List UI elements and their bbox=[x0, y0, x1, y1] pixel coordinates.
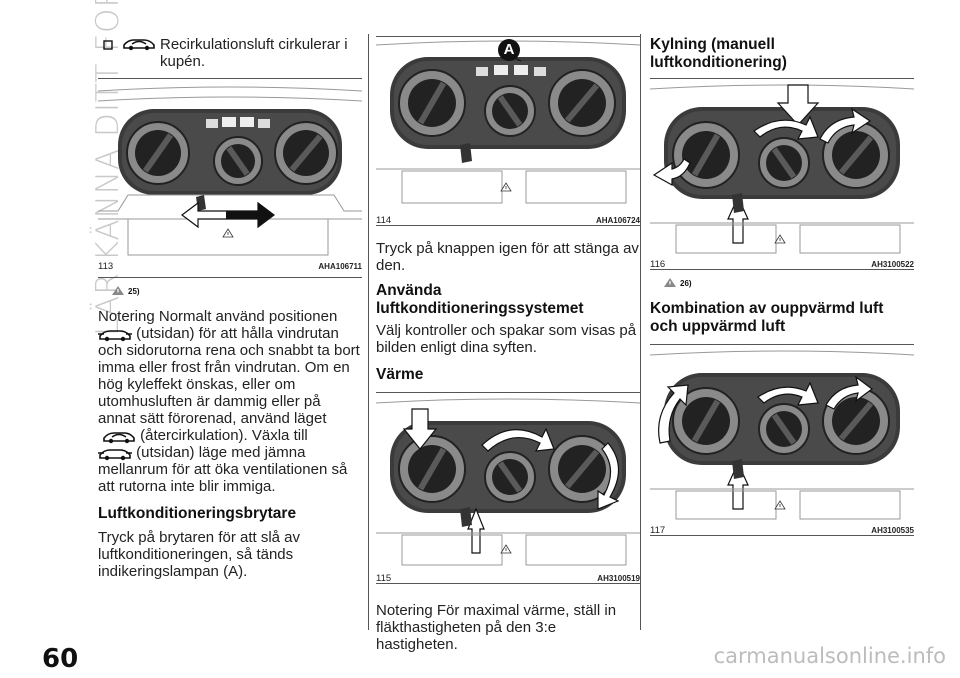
figure-number: 113 bbox=[98, 260, 114, 272]
note-reference: 26) bbox=[664, 278, 914, 288]
notering-paragraph: Notering Normalt använd positionen (utsi… bbox=[98, 308, 362, 495]
indicator-label-a: A bbox=[503, 41, 515, 58]
recirc-symbol-icon bbox=[103, 39, 155, 52]
figure-code: AHA106724 bbox=[595, 215, 640, 225]
figure-117: 117 AH3100535 bbox=[650, 344, 914, 536]
notering-text-2: (utsidan) för att hålla vindrutan och si… bbox=[98, 325, 360, 427]
figure-115-illustration bbox=[376, 398, 640, 566]
figure-number: 114 bbox=[376, 214, 392, 226]
figure-115-caption: 115 AH3100519 bbox=[376, 571, 640, 585]
figure-115: 115 AH3100519 bbox=[376, 392, 640, 584]
figure-code: AHA106711 bbox=[318, 261, 362, 271]
indicator-label-a-badge: A bbox=[498, 39, 520, 61]
figure-number: 117 bbox=[650, 524, 666, 536]
figure-113-illustration bbox=[98, 86, 362, 256]
note-reference-number: 25) bbox=[128, 286, 140, 296]
page-number: 60 bbox=[42, 644, 79, 674]
figure-code: AH3100519 bbox=[597, 573, 640, 583]
note-reference: 25) bbox=[112, 286, 362, 296]
notering-text-4: (utsidan) läge med jämna mellanrum för a… bbox=[98, 444, 348, 495]
figure-code: AH3100522 bbox=[871, 259, 914, 269]
figure-114-caption: 114 AHA106724 bbox=[376, 213, 640, 227]
column-1: Recirkulationsluft cirkulerar i kupén. bbox=[98, 36, 362, 580]
figure-116: 116 AH3100522 bbox=[650, 78, 914, 270]
figure-113-caption: 113 AHA106711 bbox=[98, 259, 362, 273]
column-2: A 114 AHA106724 Tryck på knappen igen fö… bbox=[376, 36, 640, 653]
column-rule bbox=[640, 34, 641, 630]
notering-text-1: Notering Normalt använd positionen bbox=[98, 308, 338, 325]
figure-117-caption: 117 AH3100535 bbox=[650, 523, 914, 537]
heading-combination: Kombination av ouppvärmd luft och uppvär… bbox=[650, 300, 884, 335]
figure-number: 115 bbox=[376, 572, 392, 584]
watermark: carmanualsonline.info bbox=[713, 644, 946, 668]
figure-code: AH3100535 bbox=[871, 525, 914, 535]
recirc-text: Recirkulationsluft cirkulerar i kupén. bbox=[160, 36, 348, 70]
recirc-paragraph: Recirkulationsluft cirkulerar i kupén. bbox=[98, 36, 362, 70]
outside-air-icon bbox=[98, 329, 132, 342]
heading-cooling: Kylning (manuell luftkonditionering) bbox=[650, 36, 787, 71]
figure-113: 113 AHA106711 bbox=[98, 78, 362, 278]
warning-note-icon bbox=[664, 278, 676, 287]
figure-114: A 114 AHA106724 bbox=[376, 36, 640, 226]
figure-117-illustration bbox=[650, 350, 914, 520]
figure-114-illustration bbox=[376, 40, 640, 204]
column-3: Kylning (manuell luftkonditionering) bbox=[650, 36, 914, 536]
warning-note-icon bbox=[112, 286, 124, 295]
note-reference-number: 26) bbox=[680, 278, 692, 288]
figure-116-caption: 116 AH3100522 bbox=[650, 257, 914, 271]
figure-116-illustration bbox=[650, 84, 914, 254]
heading-use-system: Använda luftkonditioneringssystemet bbox=[376, 282, 584, 317]
side-tab: LÄR KÄNNA DITT FORDON bbox=[50, 0, 126, 336]
recirc-air-icon bbox=[103, 431, 135, 444]
heading-heat: Värme bbox=[376, 366, 424, 383]
outside-air-icon bbox=[98, 448, 132, 461]
column-rule bbox=[368, 34, 369, 630]
notering-text-3: (återcirkulation). Växla till bbox=[140, 427, 308, 444]
press-again-paragraph: Tryck på knappen igen för att stänga av … bbox=[376, 240, 639, 274]
heading-ac-switch: Luftkonditioneringsbrytare bbox=[98, 505, 297, 522]
heat-note-paragraph: Notering För maximal värme, ställ in flä… bbox=[376, 602, 617, 653]
ac-switch-paragraph: Tryck på brytaren för att slå av luftkon… bbox=[98, 529, 301, 580]
figure-number: 116 bbox=[650, 258, 666, 270]
use-system-paragraph: Välj kontroller och spakar som visas på … bbox=[376, 322, 637, 356]
